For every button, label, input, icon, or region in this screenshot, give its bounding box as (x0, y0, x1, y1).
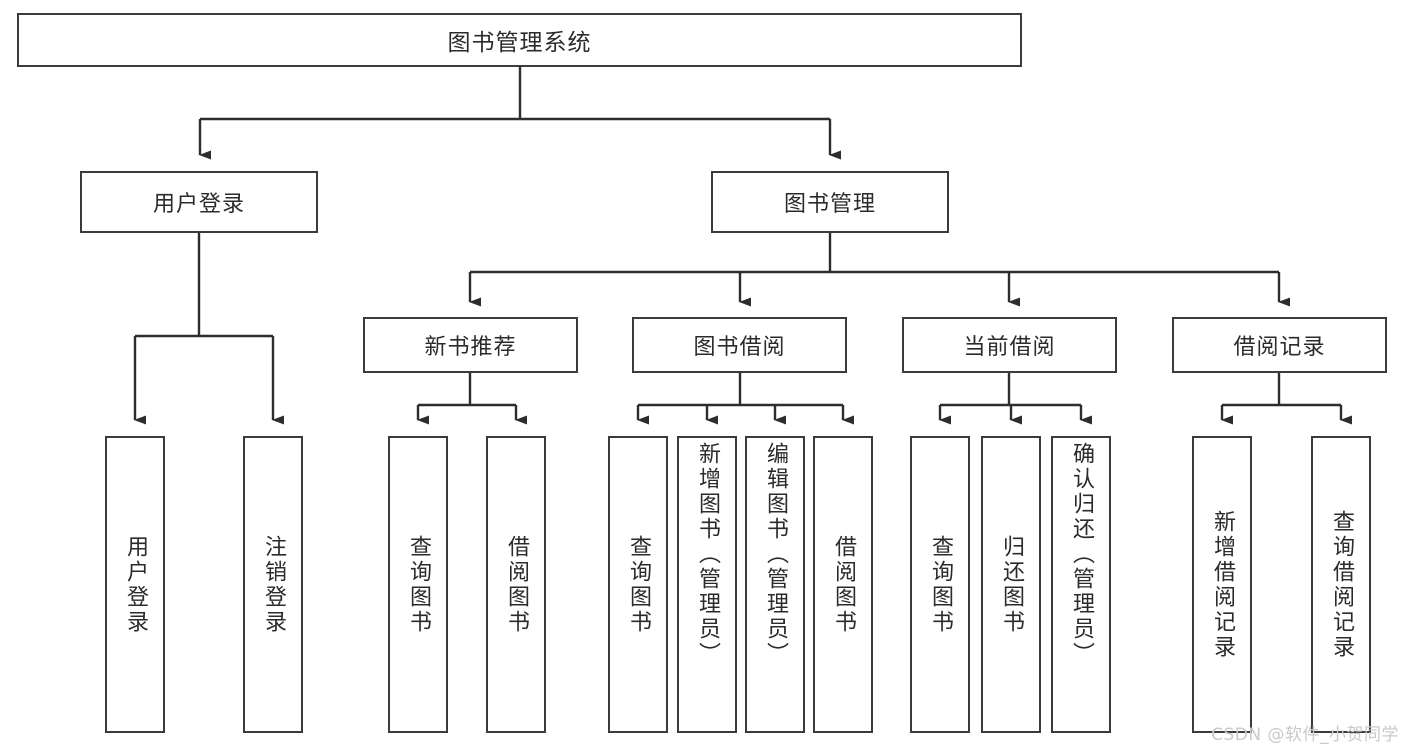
node-label: 借阅记录 (1233, 335, 1326, 360)
node-borrow-records[interactable]: 借阅记录 (1172, 317, 1387, 373)
leaf-edit-book-admin[interactable]: 编辑图书（管理员） (745, 436, 805, 733)
node-label: 编辑图书（管理员） (762, 442, 788, 667)
leaf-borrow-books-recommend[interactable]: 借阅图书 (486, 436, 546, 733)
node-label: 归还图书 (998, 534, 1024, 635)
node-label: 图书借阅 (693, 335, 786, 360)
node-label: 确认归还（管理员） (1068, 442, 1094, 667)
node-root-system[interactable]: 图书管理系统 (17, 13, 1022, 67)
node-label: 新增借阅记录 (1209, 509, 1235, 660)
leaf-query-borrow-record[interactable]: 查询借阅记录 (1311, 436, 1371, 733)
node-label: 借阅图书 (830, 534, 856, 635)
node-label: 新增图书（管理员） (694, 442, 720, 667)
leaf-confirm-return-admin[interactable]: 确认归还（管理员） (1051, 436, 1111, 733)
node-label: 查询图书 (927, 534, 953, 635)
node-label: 查询图书 (625, 534, 651, 635)
leaf-borrow-books[interactable]: 借阅图书 (813, 436, 873, 733)
node-new-book-recommend[interactable]: 新书推荐 (363, 317, 578, 373)
node-book-management[interactable]: 图书管理 (711, 171, 949, 233)
leaf-logout[interactable]: 注销登录 (243, 436, 303, 733)
node-label: 图书管理系统 (447, 30, 592, 56)
leaf-query-books-recommend[interactable]: 查询图书 (388, 436, 448, 733)
node-label: 新书推荐 (424, 335, 517, 360)
node-user-login[interactable]: 用户登录 (80, 171, 318, 233)
node-label: 用户登录 (152, 192, 245, 217)
watermark: CSDN @软件_小贺同学 (1211, 725, 1399, 745)
node-label: 查询图书 (405, 534, 431, 635)
leaf-user-login[interactable]: 用户登录 (105, 436, 165, 733)
leaf-add-borrow-record[interactable]: 新增借阅记录 (1192, 436, 1252, 733)
node-label: 查询借阅记录 (1328, 509, 1354, 660)
node-label: 借阅图书 (503, 534, 529, 635)
leaf-query-books-current[interactable]: 查询图书 (910, 436, 970, 733)
node-label: 用户登录 (122, 534, 148, 635)
node-label: 图书管理 (783, 192, 876, 217)
leaf-query-books-borrow[interactable]: 查询图书 (608, 436, 668, 733)
node-label: 当前借阅 (963, 335, 1056, 360)
node-label: 注销登录 (260, 534, 286, 635)
node-book-borrow[interactable]: 图书借阅 (632, 317, 847, 373)
leaf-return-books[interactable]: 归还图书 (981, 436, 1041, 733)
node-current-borrow[interactable]: 当前借阅 (902, 317, 1117, 373)
leaf-add-book-admin[interactable]: 新增图书（管理员） (677, 436, 737, 733)
